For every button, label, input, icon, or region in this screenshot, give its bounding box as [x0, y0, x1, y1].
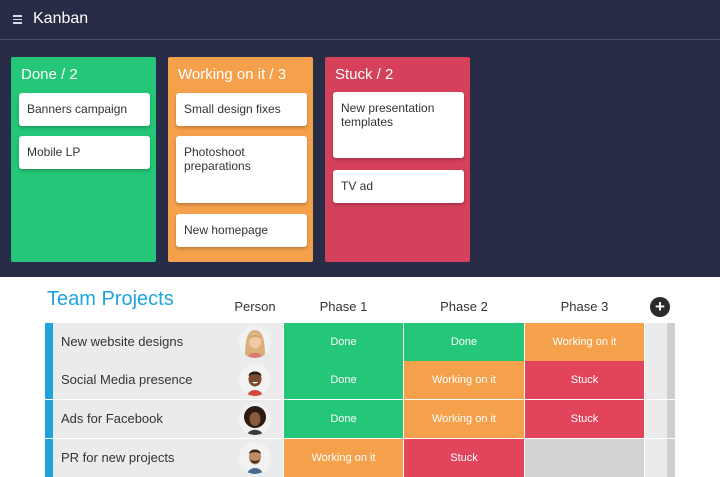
status-cell-phase-1[interactable]: Done: [284, 361, 403, 399]
kanban-card[interactable]: New homepage: [176, 214, 307, 247]
person-cell[interactable]: [227, 361, 283, 399]
table-row[interactable]: Social Media presence Done Working on it…: [45, 361, 675, 399]
kanban-column-stuck: Stuck / 2 New presentation templates TV …: [325, 57, 470, 262]
status-cell-phase-1[interactable]: Done: [284, 323, 403, 361]
kanban-card[interactable]: Photoshoot preparations: [176, 136, 307, 203]
table-row[interactable]: PR for new projects Working on it Stuck: [45, 439, 675, 477]
scrollbar[interactable]: [667, 323, 675, 361]
status-cell-phase-3[interactable]: Working on it: [525, 323, 644, 361]
column-title: Stuck / 2: [335, 66, 394, 83]
person-cell[interactable]: [227, 323, 283, 361]
table-row[interactable]: Ads for Facebook Done Working on it Stuc…: [45, 400, 675, 438]
column-title: Working on it / 3: [178, 66, 287, 83]
status-cell-phase-2[interactable]: Working on it: [404, 361, 524, 399]
row-end: [645, 323, 667, 361]
status-cell-phase-3[interactable]: Stuck: [525, 361, 644, 399]
status-cell-phase-3[interactable]: Stuck: [525, 400, 644, 438]
board-title: Team Projects: [47, 288, 174, 310]
plus-icon: +: [655, 297, 665, 316]
app-title: Kanban: [33, 10, 89, 27]
kanban-card[interactable]: Mobile LP: [19, 136, 150, 169]
row-accent: [45, 439, 53, 477]
item-name[interactable]: Social Media presence: [53, 361, 227, 399]
row-accent: [45, 400, 53, 438]
status-cell-phase-2[interactable]: Working on it: [404, 400, 524, 438]
row-end: [645, 361, 667, 399]
row-accent: [45, 361, 53, 399]
status-cell-phase-2[interactable]: Done: [404, 323, 524, 361]
add-column-button[interactable]: +: [650, 297, 670, 317]
person-cell[interactable]: [227, 400, 283, 438]
scrollbar[interactable]: [667, 400, 675, 438]
app-header: Kanban: [0, 0, 720, 40]
table-row[interactable]: New website designs Done Done Working on…: [45, 323, 675, 361]
avatar-man-beard: [239, 442, 271, 474]
column-header-phase-1: Phase 1: [319, 299, 368, 314]
row-end: [645, 439, 667, 477]
kanban-card[interactable]: Banners campaign: [19, 93, 150, 126]
kanban-card[interactable]: TV ad: [333, 170, 464, 203]
avatar-woman-blonde: [239, 326, 271, 358]
column-title: Done / 2: [21, 66, 78, 83]
status-cell-phase-1[interactable]: Working on it: [284, 439, 403, 477]
column-header-person: Person: [234, 299, 276, 314]
status-cell-phase-3[interactable]: [525, 439, 644, 477]
hamburger-icon[interactable]: [13, 13, 23, 25]
item-name[interactable]: Ads for Facebook: [53, 400, 227, 438]
avatar-man-smiling: [239, 364, 271, 396]
scrollbar[interactable]: [667, 361, 675, 399]
kanban-card[interactable]: New presentation templates: [333, 92, 464, 158]
row-end: [645, 400, 667, 438]
column-header-phase-3: Phase 3: [560, 299, 609, 314]
status-cell-phase-2[interactable]: Stuck: [404, 439, 524, 477]
scrollbar[interactable]: [667, 439, 675, 477]
kanban-column-done: Done / 2 Banners campaign Mobile LP: [11, 57, 156, 262]
column-header-phase-2: Phase 2: [440, 299, 488, 314]
item-name[interactable]: New website designs: [53, 323, 227, 361]
person-cell[interactable]: [227, 439, 283, 477]
row-accent: [45, 323, 53, 361]
avatar-woman-curly: [239, 403, 271, 435]
kanban-card[interactable]: Small design fixes: [176, 93, 307, 126]
kanban-board: Kanban Done / 2 Banners campaign Mobile …: [0, 0, 720, 277]
status-cell-phase-1[interactable]: Done: [284, 400, 403, 438]
kanban-column-working: Working on it / 3 Small design fixes Pho…: [168, 57, 313, 262]
item-name[interactable]: PR for new projects: [53, 439, 227, 477]
